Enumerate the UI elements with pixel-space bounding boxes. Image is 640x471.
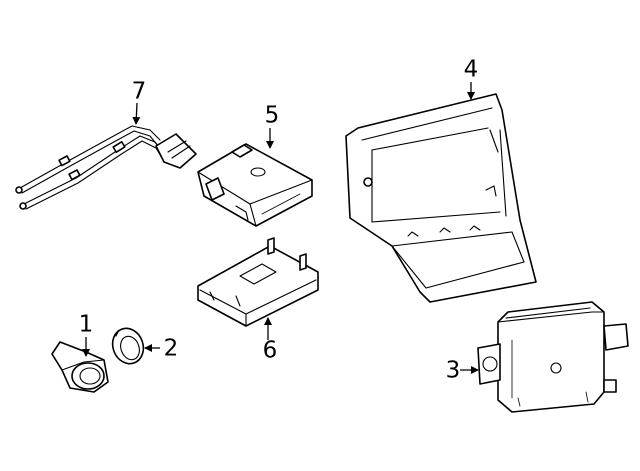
callout-5: 5 (264, 102, 280, 129)
callout-4: 4 (463, 56, 479, 83)
grommet-ring-part (111, 327, 145, 365)
callout-2: 2 (163, 335, 179, 362)
callout-6: 6 (262, 337, 278, 364)
mounting-tray-part (197, 237, 319, 327)
parking-sensor-part (51, 341, 109, 393)
electronic-module-part (477, 301, 629, 413)
wire-harness-part (15, 125, 197, 210)
control-module-part (197, 143, 313, 227)
callout-1: 1 (78, 311, 94, 338)
callout-3: 3 (445, 357, 461, 384)
compartment-housing-part (345, 93, 537, 303)
callout-7: 7 (131, 78, 147, 105)
